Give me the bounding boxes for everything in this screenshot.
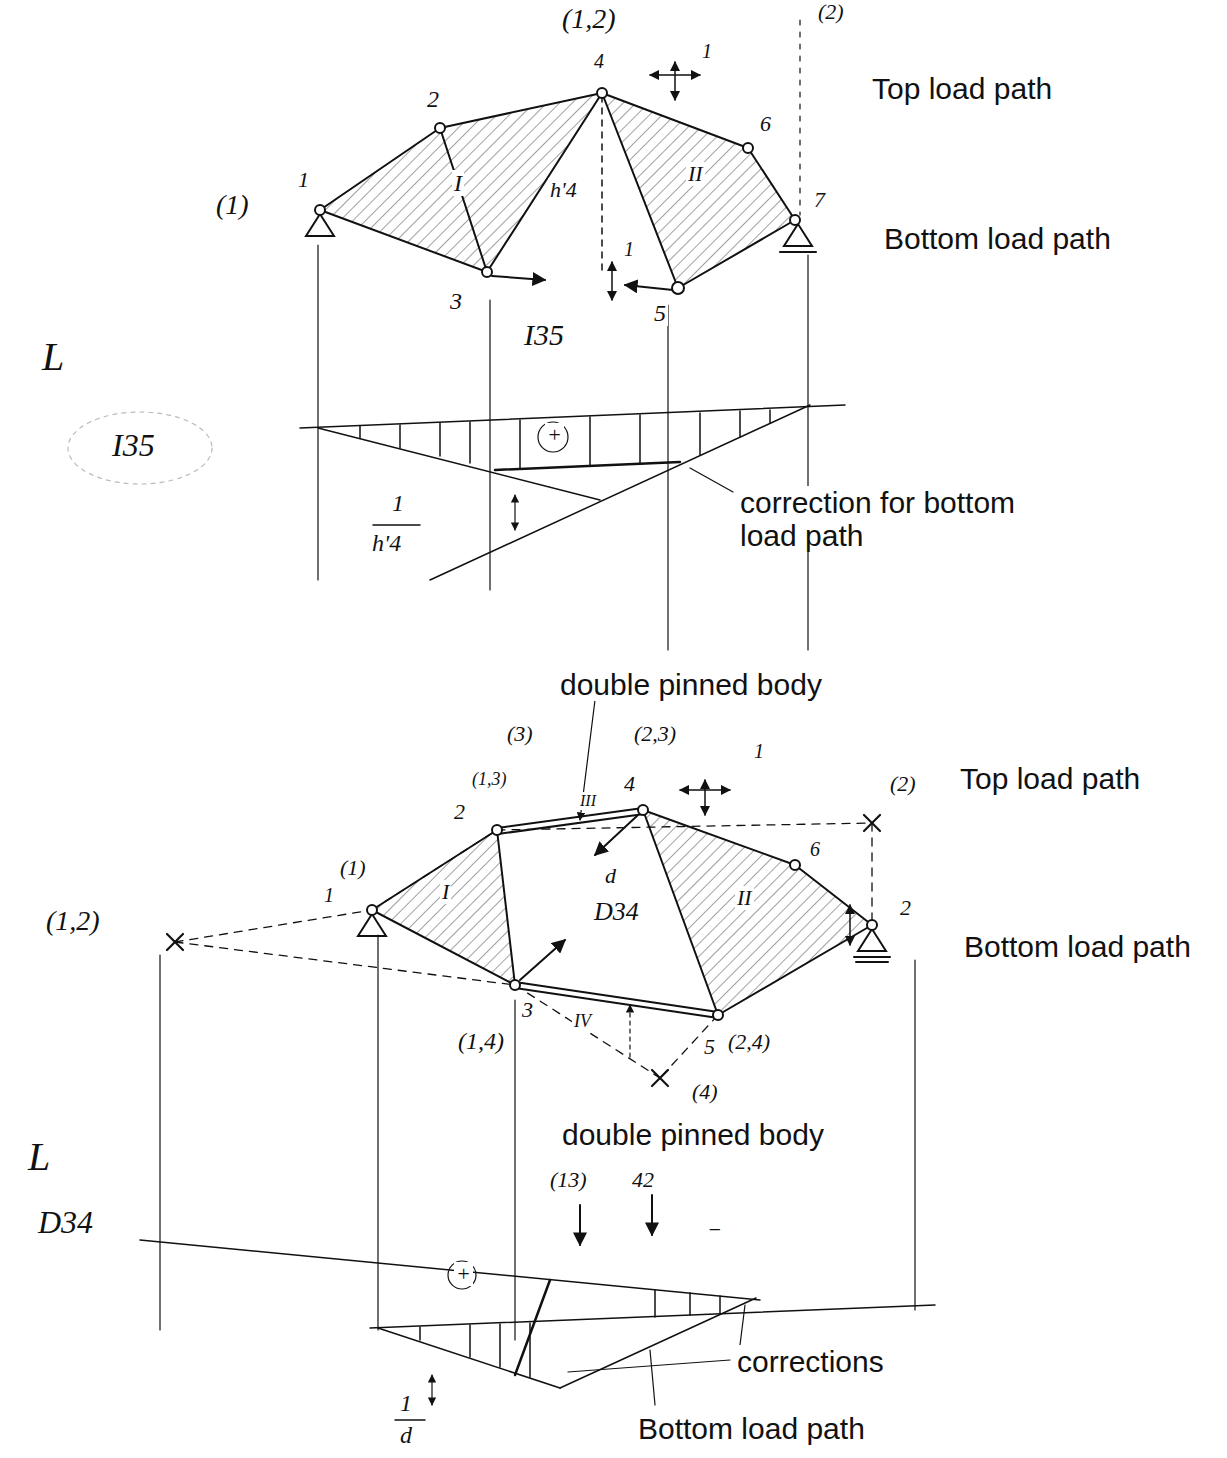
node-number: 3 [520,998,535,1022]
sign: − [705,1218,724,1242]
sign: + [454,1262,473,1286]
node-number: 1 [322,884,336,906]
body-label: I [440,880,451,904]
node-number: 2 [452,800,467,824]
node-number: 5 [702,1035,717,1059]
pole-label: (1,3) [470,770,509,790]
annotation: double pinned body [558,668,824,701]
pole-label: 42 [630,1168,656,1192]
pole-label: (3) [505,722,535,746]
influence-symbol: L [40,335,66,379]
annotation: double pinned body [560,1118,826,1151]
member-force: D34 [592,898,641,927]
node-number: 2 [425,86,441,112]
pole-label: (13) [548,1168,589,1192]
body-label: II [735,886,754,910]
ordinate: 1 [398,1390,414,1416]
body-label: III [578,792,598,810]
node-number: 6 [758,112,773,136]
lever-arm: d [603,864,618,888]
unit-load: 1 [622,238,636,260]
node-number: 3 [448,288,464,314]
annotation: correction for bottom load path [738,486,1032,552]
body-label: I [452,170,464,196]
pole-label: (2,3) [632,722,678,746]
annotation: Bottom load path [636,1412,867,1445]
node-number: 5 [652,300,668,326]
pole-label: (1,4) [456,1028,506,1054]
load-path-note: Bottom load path [962,930,1193,963]
member-force: I35 [522,318,566,351]
node-number: 4 [622,772,637,796]
ordinate: d [398,1422,414,1448]
influence-symbol: L [26,1135,52,1179]
body-label: IV [572,1012,593,1032]
node-number: 1 [296,168,311,192]
unit-load: 1 [700,40,714,62]
sign: + [545,423,564,447]
pole-label: (1) [214,190,251,221]
pole-label: (1) [338,856,368,880]
ordinate: 1 [390,490,406,516]
node-number: 4 [592,50,606,72]
load-path-note: Bottom load path [882,222,1113,255]
ordinate: h'4 [370,530,403,556]
lever-arm: h'4 [548,178,579,202]
load-path-note: Top load path [870,72,1054,105]
node-number: 6 [808,838,822,860]
node-number: 2 [898,896,913,920]
pole-label: (1,2) [560,4,618,35]
annotation: corrections [735,1345,886,1378]
pole-label: (2) [888,772,918,796]
pole-label: (2) [816,0,846,24]
member-force: D34 [36,1205,95,1240]
pole-label: (1,2) [44,906,102,937]
unit-load: 1 [752,740,766,762]
body-label: II [686,162,705,186]
member-force: I35 [110,428,157,463]
load-path-note: Top load path [958,762,1142,795]
pole-label: (4) [690,1080,720,1104]
node-number: 7 [812,188,827,212]
pole-label: (2,4) [726,1030,772,1054]
